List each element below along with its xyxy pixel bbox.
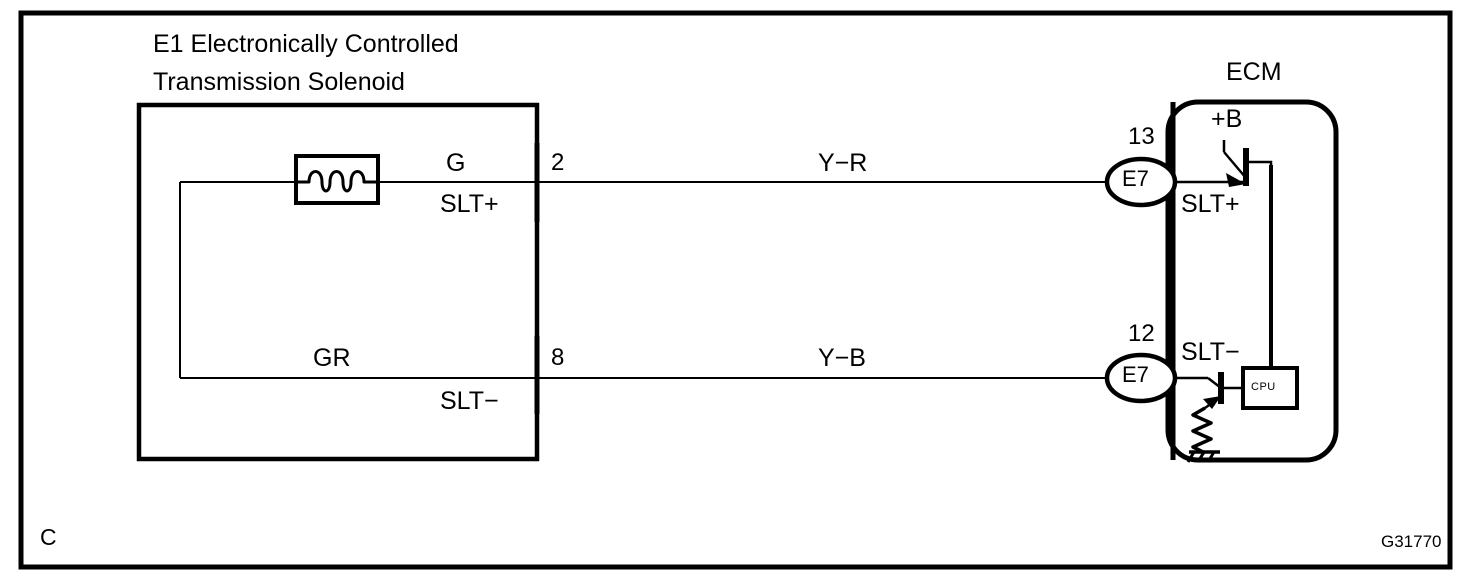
wire-label-y-r: Y−R [818,149,868,177]
resistor-zigzag-icon [1191,406,1213,455]
wire-color-label-g: G [446,149,466,177]
ground-symbol-hatch-1 [1186,451,1196,463]
ecm-pin-number-12: 12 [1128,320,1155,347]
solenoid-title-line1: E1 Electronically Controlled [153,30,459,58]
wire-color-label-gr: GR [313,344,351,372]
signal-label-slt-plus-solenoid: SLT+ [440,190,499,218]
solenoid-box [136,102,540,462]
ground-symbol-hatch-3 [1206,451,1216,463]
solenoid-title-line2: Transmission Solenoid [153,68,405,96]
ecm-box [1165,99,1339,463]
ground-symbol-hatch-2 [1196,451,1206,463]
transistor-upper-emitter-arrow [1226,173,1246,187]
connector-name-e7-lower: E7 [1122,362,1149,387]
ecm-title: ECM [1226,58,1282,86]
inductor-coil-icon [307,170,366,193]
signal-label-slt-minus-solenoid: SLT− [440,387,499,415]
cpu-label: CPU [1251,381,1276,393]
ecm-signal-label-slt-minus: SLT− [1181,338,1240,366]
ecm-supply-label-plus-b: +B [1211,105,1243,133]
outer-frame [18,10,1453,570]
connector-name-e7-upper: E7 [1122,166,1149,191]
pin-number-8: 8 [551,344,565,371]
figure-code: G31770 [1381,532,1442,551]
pin-number-2: 2 [551,149,565,176]
wire-label-y-b: Y−B [818,344,866,372]
cpu-box [1241,366,1299,410]
ecm-signal-label-slt-plus: SLT+ [1181,190,1240,218]
transistor-upper-emitter-lead [1223,151,1247,179]
transistor-upper-collector-lead [1246,160,1273,169]
corner-label-c: C [40,524,57,550]
ecm-pin-number-13: 13 [1128,123,1155,150]
transistor-lower-emitter-arrow [1203,396,1221,409]
